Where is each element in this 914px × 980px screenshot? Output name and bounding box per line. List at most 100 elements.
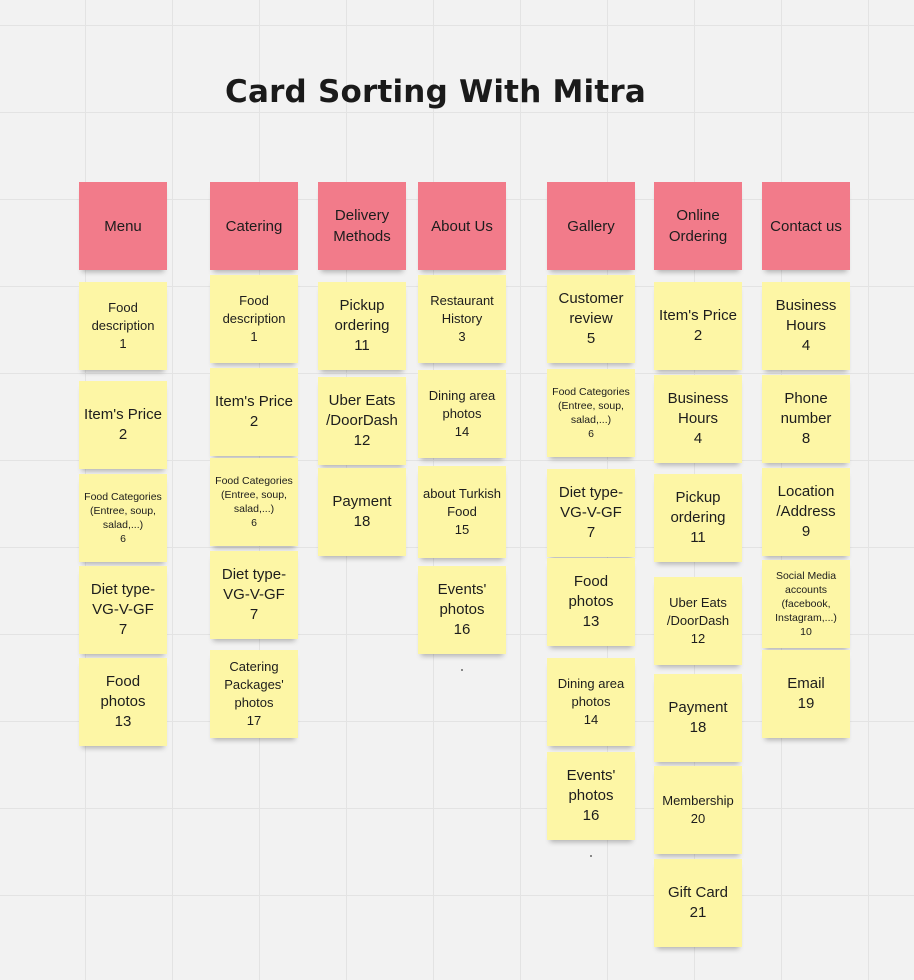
category-header-label: Online Ordering: [668, 207, 728, 245]
card-number: 5: [586, 330, 596, 347]
card-number: 15: [454, 522, 470, 537]
sticky-card[interactable]: about Turkish Food 15: [418, 466, 506, 558]
card-label: Food description: [222, 293, 286, 326]
card-number: 7: [118, 621, 128, 638]
sticky-card[interactable]: Social Media accounts (facebook, Instagr…: [762, 560, 850, 648]
category-header-contact-us[interactable]: Contact us: [762, 182, 850, 270]
card-label: Diet type-VG-V-GF: [90, 581, 156, 618]
card-label: Events' photos: [437, 581, 487, 618]
sticky-card[interactable]: Diet type-VG-V-GF 7: [79, 566, 167, 654]
category-header-label: Menu: [104, 217, 142, 235]
card-label: Food photos: [100, 673, 146, 710]
card-number: 18: [353, 513, 371, 530]
sticky-card[interactable]: Customer review 5: [547, 275, 635, 363]
card-number: 1: [250, 329, 258, 344]
card-label: Email: [787, 675, 825, 692]
card-label: Pickup ordering: [334, 297, 390, 334]
category-header-about-us[interactable]: About Us: [418, 182, 506, 270]
card-number: 17: [246, 713, 262, 728]
card-label: Uber Eats /DoorDash: [666, 595, 730, 628]
card-label: Payment: [332, 493, 392, 510]
card-number: 7: [586, 524, 596, 541]
card-number: 13: [582, 613, 600, 630]
card-number: 12: [353, 432, 371, 449]
card-number: 1: [119, 336, 127, 351]
card-label: Pickup ordering: [670, 489, 726, 526]
card-number: 6: [251, 517, 257, 529]
sticky-card[interactable]: Location /Address 9: [762, 468, 850, 556]
stray-dot: [461, 669, 463, 671]
sticky-card[interactable]: Food photos 13: [79, 658, 167, 746]
category-header-menu[interactable]: Menu: [79, 182, 167, 270]
card-number: 11: [354, 337, 370, 354]
sticky-card[interactable]: Item's Price 2: [654, 282, 742, 370]
card-number: 2: [693, 327, 703, 344]
sticky-card[interactable]: Payment 18: [318, 468, 406, 556]
card-label: Food photos: [568, 573, 614, 610]
category-header-label: Contact us: [770, 217, 842, 235]
card-label: Restaurant History: [430, 293, 494, 326]
card-number: 14: [454, 424, 470, 439]
card-number: 9: [801, 523, 811, 540]
card-label: Item's Price: [659, 307, 737, 324]
card-number: 3: [458, 329, 466, 344]
sticky-card[interactable]: Business Hours 4: [762, 282, 850, 370]
sticky-card[interactable]: Catering Packages' photos 17: [210, 650, 298, 738]
category-header-delivery-methods[interactable]: Delivery Methods: [318, 182, 406, 270]
card-number: 19: [797, 695, 815, 712]
card-number: 6: [120, 533, 126, 545]
card-label: Events' photos: [566, 767, 616, 804]
card-label: Diet type-VG-V-GF: [221, 566, 287, 603]
category-header-catering[interactable]: Catering: [210, 182, 298, 270]
sticky-card[interactable]: Food Categories (Entree, soup, salad,...…: [210, 458, 298, 546]
sticky-card[interactable]: Diet type-VG-V-GF 7: [547, 469, 635, 557]
card-number: 6: [588, 428, 594, 440]
sticky-card[interactable]: Food photos 13: [547, 558, 635, 646]
category-header-gallery[interactable]: Gallery: [547, 182, 635, 270]
category-header-label: About Us: [431, 217, 493, 235]
card-label: Food Categories (Entree, soup, salad,...…: [84, 491, 162, 531]
card-label: Uber Eats /DoorDash: [326, 392, 398, 429]
card-label: Membership: [662, 793, 734, 808]
sticky-card[interactable]: Food description 1: [210, 275, 298, 363]
card-number: 12: [690, 631, 706, 646]
card-label: Phone number: [780, 390, 832, 427]
stray-dot: [590, 855, 592, 857]
sticky-card[interactable]: Email 19: [762, 650, 850, 738]
card-label: Customer review: [558, 290, 624, 327]
card-label: Location /Address: [776, 483, 836, 520]
sticky-card[interactable]: Food Categories (Entree, soup, salad,...…: [547, 369, 635, 457]
card-number: 14: [583, 712, 599, 727]
card-label: Catering Packages' photos: [224, 659, 284, 710]
sticky-card[interactable]: Uber Eats /DoorDash 12: [654, 577, 742, 665]
card-number: 13: [114, 713, 132, 730]
category-header-label: Catering: [225, 217, 283, 235]
sticky-card[interactable]: Food Categories (Entree, soup, salad,...…: [79, 474, 167, 562]
card-label: Payment: [668, 699, 728, 716]
card-label: about Turkish Food: [422, 486, 502, 519]
sticky-card[interactable]: Uber Eats /DoorDash 12: [318, 377, 406, 465]
card-label: Diet type-VG-V-GF: [558, 484, 624, 521]
sticky-card[interactable]: Pickup ordering 11: [318, 282, 406, 370]
category-header-online-ordering[interactable]: Online Ordering: [654, 182, 742, 270]
category-header-label: Gallery: [567, 217, 615, 235]
card-label: Business Hours: [775, 297, 837, 334]
card-label: Gift Card: [667, 884, 728, 901]
card-number: 4: [801, 337, 811, 354]
card-label: Social Media accounts (facebook, Instagr…: [775, 570, 837, 624]
sticky-card[interactable]: Restaurant History 3: [418, 275, 506, 363]
